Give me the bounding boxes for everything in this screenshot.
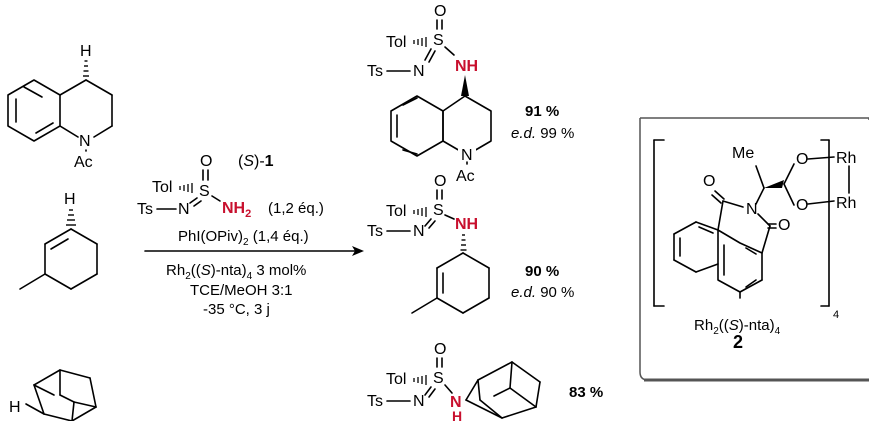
atom-o: O [434,173,446,190]
label-tol: Tol [152,179,172,196]
catalyst-name: Rh2((S)-nta)4 [694,317,781,337]
atom-n: N [413,63,425,80]
ed-2: e.d. 90 % [511,284,574,301]
catalyst-number: 2 [733,332,743,352]
label-me: Me [732,145,754,162]
atom-h: H [80,43,92,60]
reagent-nh2-equiv: (1,2 éq.) [268,200,324,217]
yield-1: 91 % [525,103,559,120]
new-nh: NH [455,216,478,233]
product-1: O S Tol N Ts NH N Ac [367,3,492,185]
atom-o: O [796,197,808,214]
reagent-id: (S)-1 [238,153,274,170]
solvent: TCE/MeOH 3:1 [190,282,293,299]
atom-rh: Rh [836,195,856,212]
atom-ac: Ac [456,168,475,185]
atom-o: O [200,153,212,170]
atom-o: O [703,173,715,190]
label-ts: Ts [137,201,153,218]
substrate-tetrahydroquinoline: N Ac H [7,43,113,171]
atom-n: N [79,133,91,150]
ed-1: e.d. 99 % [511,125,574,142]
atom-ac: Ac [74,154,93,171]
atom-h: H [64,191,76,208]
atom-o: O [796,151,808,168]
temperature-time: -35 °C, 3 j [203,301,270,318]
atom-s: S [199,183,210,200]
atom-s: S [433,202,444,219]
product-3: O S Tol N Ts N H [367,341,541,421]
atom-s: S [433,32,444,49]
atom-o: O [434,3,446,20]
reagent-nh2: NH2 [222,200,251,220]
new-h: H [452,408,462,421]
label-tol: Tol [386,371,406,388]
bracket-subscript: 4 [833,309,839,321]
atom-n: N [461,147,473,164]
label-tol: Tol [386,203,406,220]
oxidant: PhI(OPiv)2 (1,4 éq.) [178,228,309,248]
label-ts: Ts [367,393,383,410]
atom-n: N [413,223,425,240]
atom-s: S [433,370,444,387]
atom-n: N [178,201,190,218]
yield-2: 90 % [525,263,559,280]
substrate-methylcyclohexene: H [19,191,98,290]
atom-h: H [9,399,21,416]
substrate-adamantane: H [9,369,97,421]
yield-3: 83 % [569,384,603,401]
new-n: N [450,394,462,411]
label-ts: Ts [367,63,383,80]
label-ts: Ts [367,223,383,240]
product-2: O S Tol N Ts NH [367,173,490,314]
reagent-sulfonimidamide: O S Tol N Ts NH2 (1,2 éq.) (S)-1 [137,153,324,220]
atom-o: O [434,341,446,358]
catalyst-box: 4 O N O Me O O Rh [639,117,869,382]
new-nh: NH [455,58,478,75]
label-tol: Tol [386,34,406,51]
atom-rh: Rh [836,150,856,167]
atom-o: O [778,217,790,234]
reaction-arrow [144,246,364,256]
atom-n: N [413,393,425,410]
atom-n: N [746,201,758,218]
catalyst-conditions: Rh2((S)-nta)4 3 mol% [166,262,306,282]
